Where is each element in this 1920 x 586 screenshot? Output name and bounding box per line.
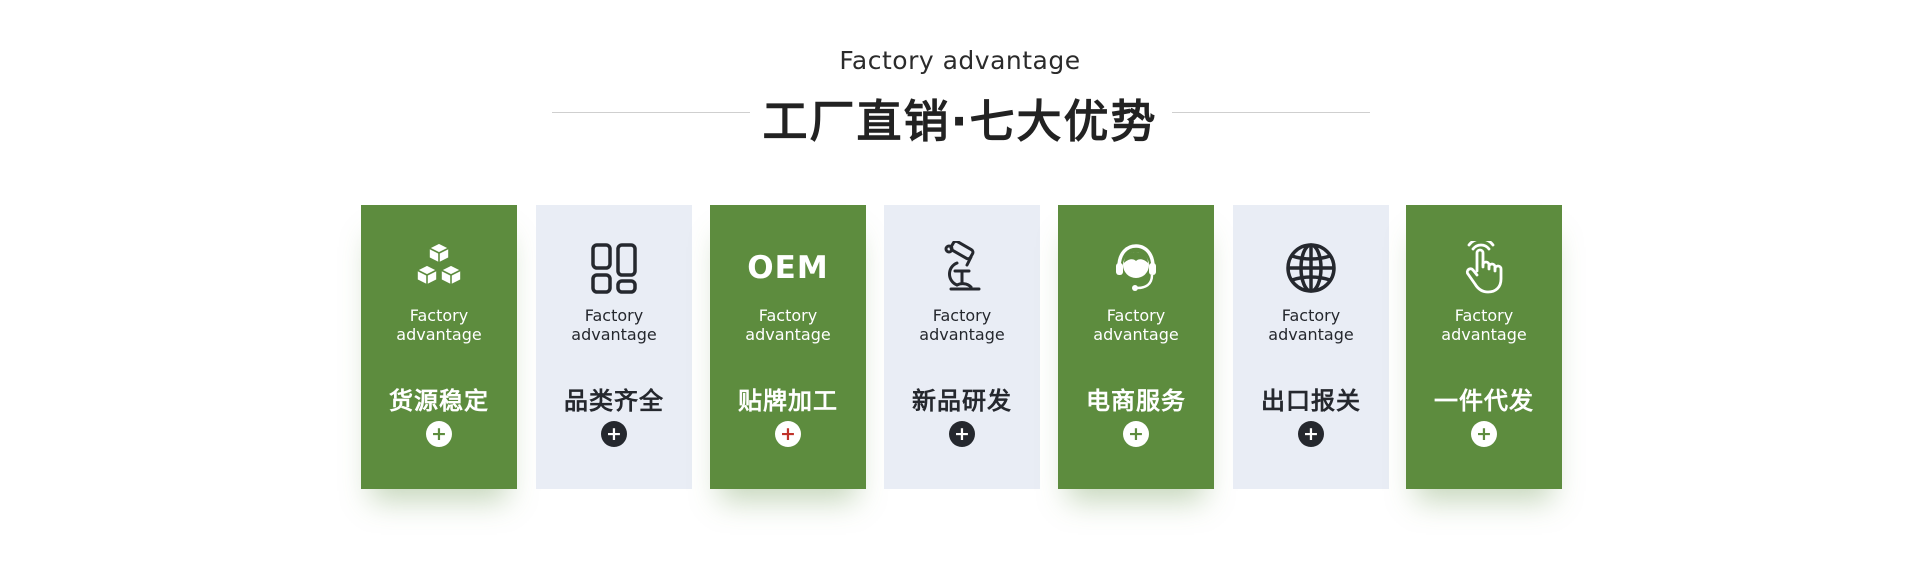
- expand-button[interactable]: +: [601, 421, 627, 447]
- expand-button[interactable]: +: [1123, 421, 1149, 447]
- card-title: 品类齐全: [564, 387, 664, 415]
- card-title: 贴牌加工: [738, 387, 838, 415]
- section-subtitle: Factory advantage: [839, 46, 1081, 75]
- headset-icon: [1058, 241, 1214, 295]
- oem-text-icon: OEM: [747, 250, 829, 286]
- section-title: 工厂直销·七大优势: [762, 95, 1158, 148]
- expand-button[interactable]: +: [775, 421, 801, 447]
- cubes-icon: [361, 241, 517, 295]
- expand-button[interactable]: +: [1298, 421, 1324, 447]
- expand-button[interactable]: +: [949, 421, 975, 447]
- card-title: 出口报关: [1261, 387, 1361, 415]
- grid-icon: [536, 241, 692, 295]
- card-title: 货源稳定: [389, 387, 489, 415]
- expand-button[interactable]: +: [1471, 421, 1497, 447]
- left-divider: [552, 112, 750, 113]
- card-title: 一件代发: [1434, 387, 1534, 415]
- globe-icon: [1233, 241, 1389, 295]
- right-divider: [1172, 112, 1370, 113]
- hand-pointer-icon: [1406, 241, 1562, 295]
- microscope-icon: [884, 241, 1040, 295]
- expand-button[interactable]: +: [426, 421, 452, 447]
- card-title: 电商服务: [1086, 387, 1186, 415]
- card-title: 新品研发: [912, 387, 1012, 415]
